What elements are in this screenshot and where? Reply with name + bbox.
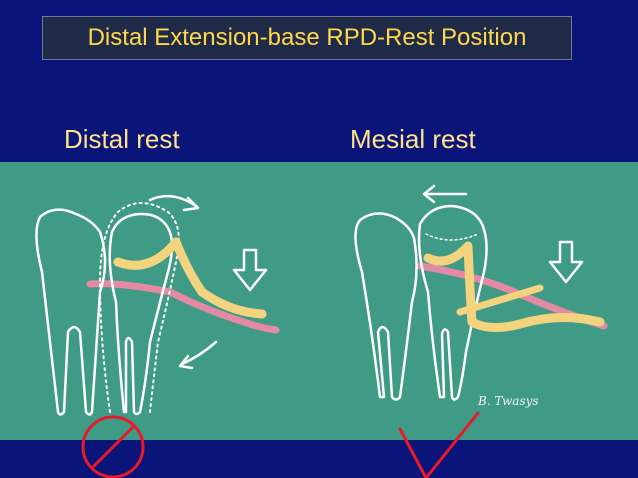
prohibited-circle-icon (81, 415, 145, 478)
check-mark-icon (398, 411, 480, 478)
dental-illustration (0, 162, 638, 440)
soft-tissue-left (86, 280, 280, 334)
tooth-displaced-outline (99, 202, 180, 413)
tooth-right-2 (417, 204, 488, 401)
rotation-arrow-bottom (180, 340, 218, 366)
rest-seat-detail (425, 233, 479, 241)
framework-right (423, 241, 605, 332)
label-distal-rest: Distal rest (64, 124, 180, 154)
force-arrow-right (548, 240, 584, 284)
artist-signature: B. Twasys (478, 394, 539, 408)
right-diagram (354, 184, 608, 401)
tooth-right-1 (354, 212, 418, 401)
slide-title: Distal Extension-base RPD-Rest Position (42, 16, 572, 60)
framework-left (113, 237, 267, 319)
slide-title-text: Distal Extension-base RPD-Rest Position (87, 24, 527, 51)
tooth-left-1 (35, 208, 107, 416)
label-mesial-rest: Mesial rest (350, 124, 476, 154)
evaluation-marks (81, 411, 480, 478)
force-arrow-left (232, 248, 268, 292)
left-diagram (35, 194, 280, 416)
